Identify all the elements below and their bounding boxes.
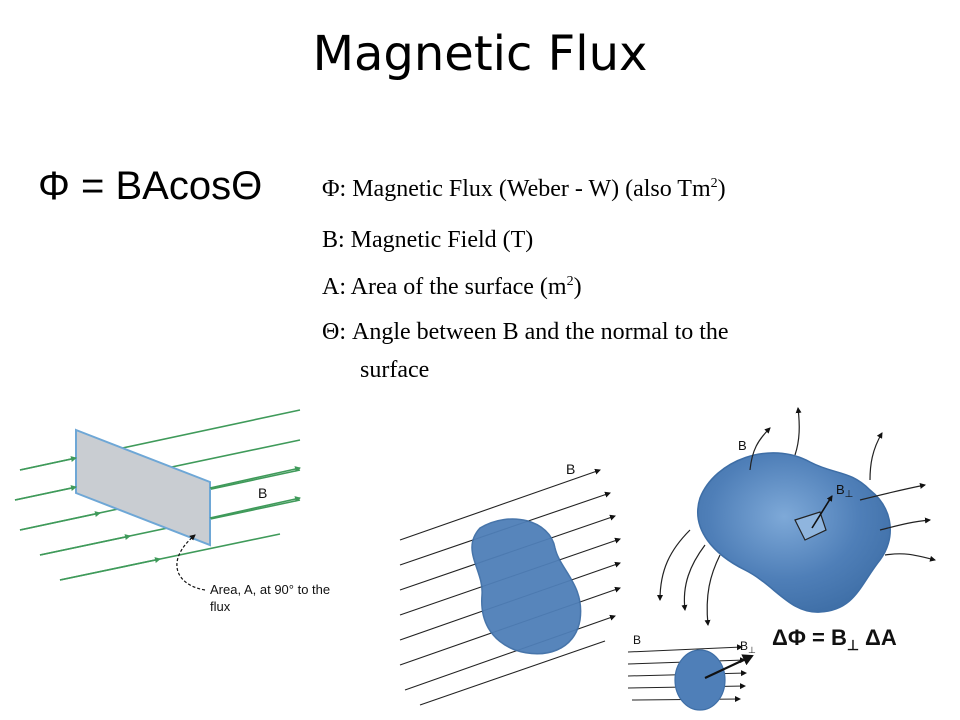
left-b-label: B (258, 485, 267, 501)
inset-b-perp-subscript: ⊥ (748, 645, 756, 655)
left-front-field-lines (14, 456, 301, 581)
slide-title: Magnetic Flux (312, 26, 648, 82)
delta-flux-equation-tail: ΔA (865, 625, 897, 650)
definition-area: A: Area of the surface (m2) (322, 272, 582, 302)
definition-flux-superscript: 2 (710, 176, 718, 191)
inset-surface (674, 649, 726, 711)
left-area-plate (75, 428, 211, 547)
definition-field: B: Magnetic Field (T) (322, 225, 533, 255)
definition-flux-close: ) (717, 176, 726, 202)
right-b-perp-subscript: ⊥ (845, 489, 854, 500)
delta-flux-equation-subscript: ⊥ (847, 637, 859, 653)
definition-angle: Θ: Angle between B and the normal to the (322, 319, 729, 345)
right-surface (697, 452, 891, 613)
inset-b-perp-arrow (704, 654, 754, 679)
definition-angle-continued: surface (360, 357, 430, 383)
definition-field-text: B: Magnetic Field (T) (322, 227, 534, 253)
definition-flux-text: Φ: Magnetic Flux (Weber - W) (also Tm (322, 176, 711, 202)
definition-flux: Φ: Magnetic Flux (Weber - W) (also Tm2) (322, 174, 726, 204)
definition-area-close: ) (573, 274, 582, 300)
delta-flux-equation: ΔΦ = B⊥ ΔA (772, 625, 897, 653)
inset-b-label: B (633, 633, 641, 647)
inset-b-perp-label: B⊥ (740, 639, 756, 655)
middle-surface (471, 518, 582, 655)
right-b-label: B (738, 438, 747, 453)
right-field-lines (657, 407, 936, 626)
right-figure: B B⊥ B B⊥ ΔΦ = B⊥ΔA (627, 407, 936, 711)
middle-b-label: B (566, 461, 575, 477)
delta-flux-equation-head: ΔΦ = B (772, 625, 847, 650)
right-b-perp-arrow (811, 495, 833, 529)
definition-area-text: A: Area of the surface (m (322, 274, 567, 300)
inset-b-perp-letter: B (740, 639, 748, 653)
right-b-perp-letter: B (836, 482, 845, 497)
flux-formula: Φ = BAcosΘ (38, 164, 263, 208)
left-figure: B Area, A, at 90° to the flux (14, 409, 330, 614)
left-area-caption-line1: Area, A, at 90° to the (210, 582, 330, 597)
definition-area-superscript: 2 (566, 274, 574, 289)
left-area-caption-line2: flux (210, 599, 231, 614)
left-area-pointer (176, 534, 206, 591)
middle-figure: B (399, 461, 621, 706)
right-b-perp-label: B⊥ (836, 482, 853, 500)
